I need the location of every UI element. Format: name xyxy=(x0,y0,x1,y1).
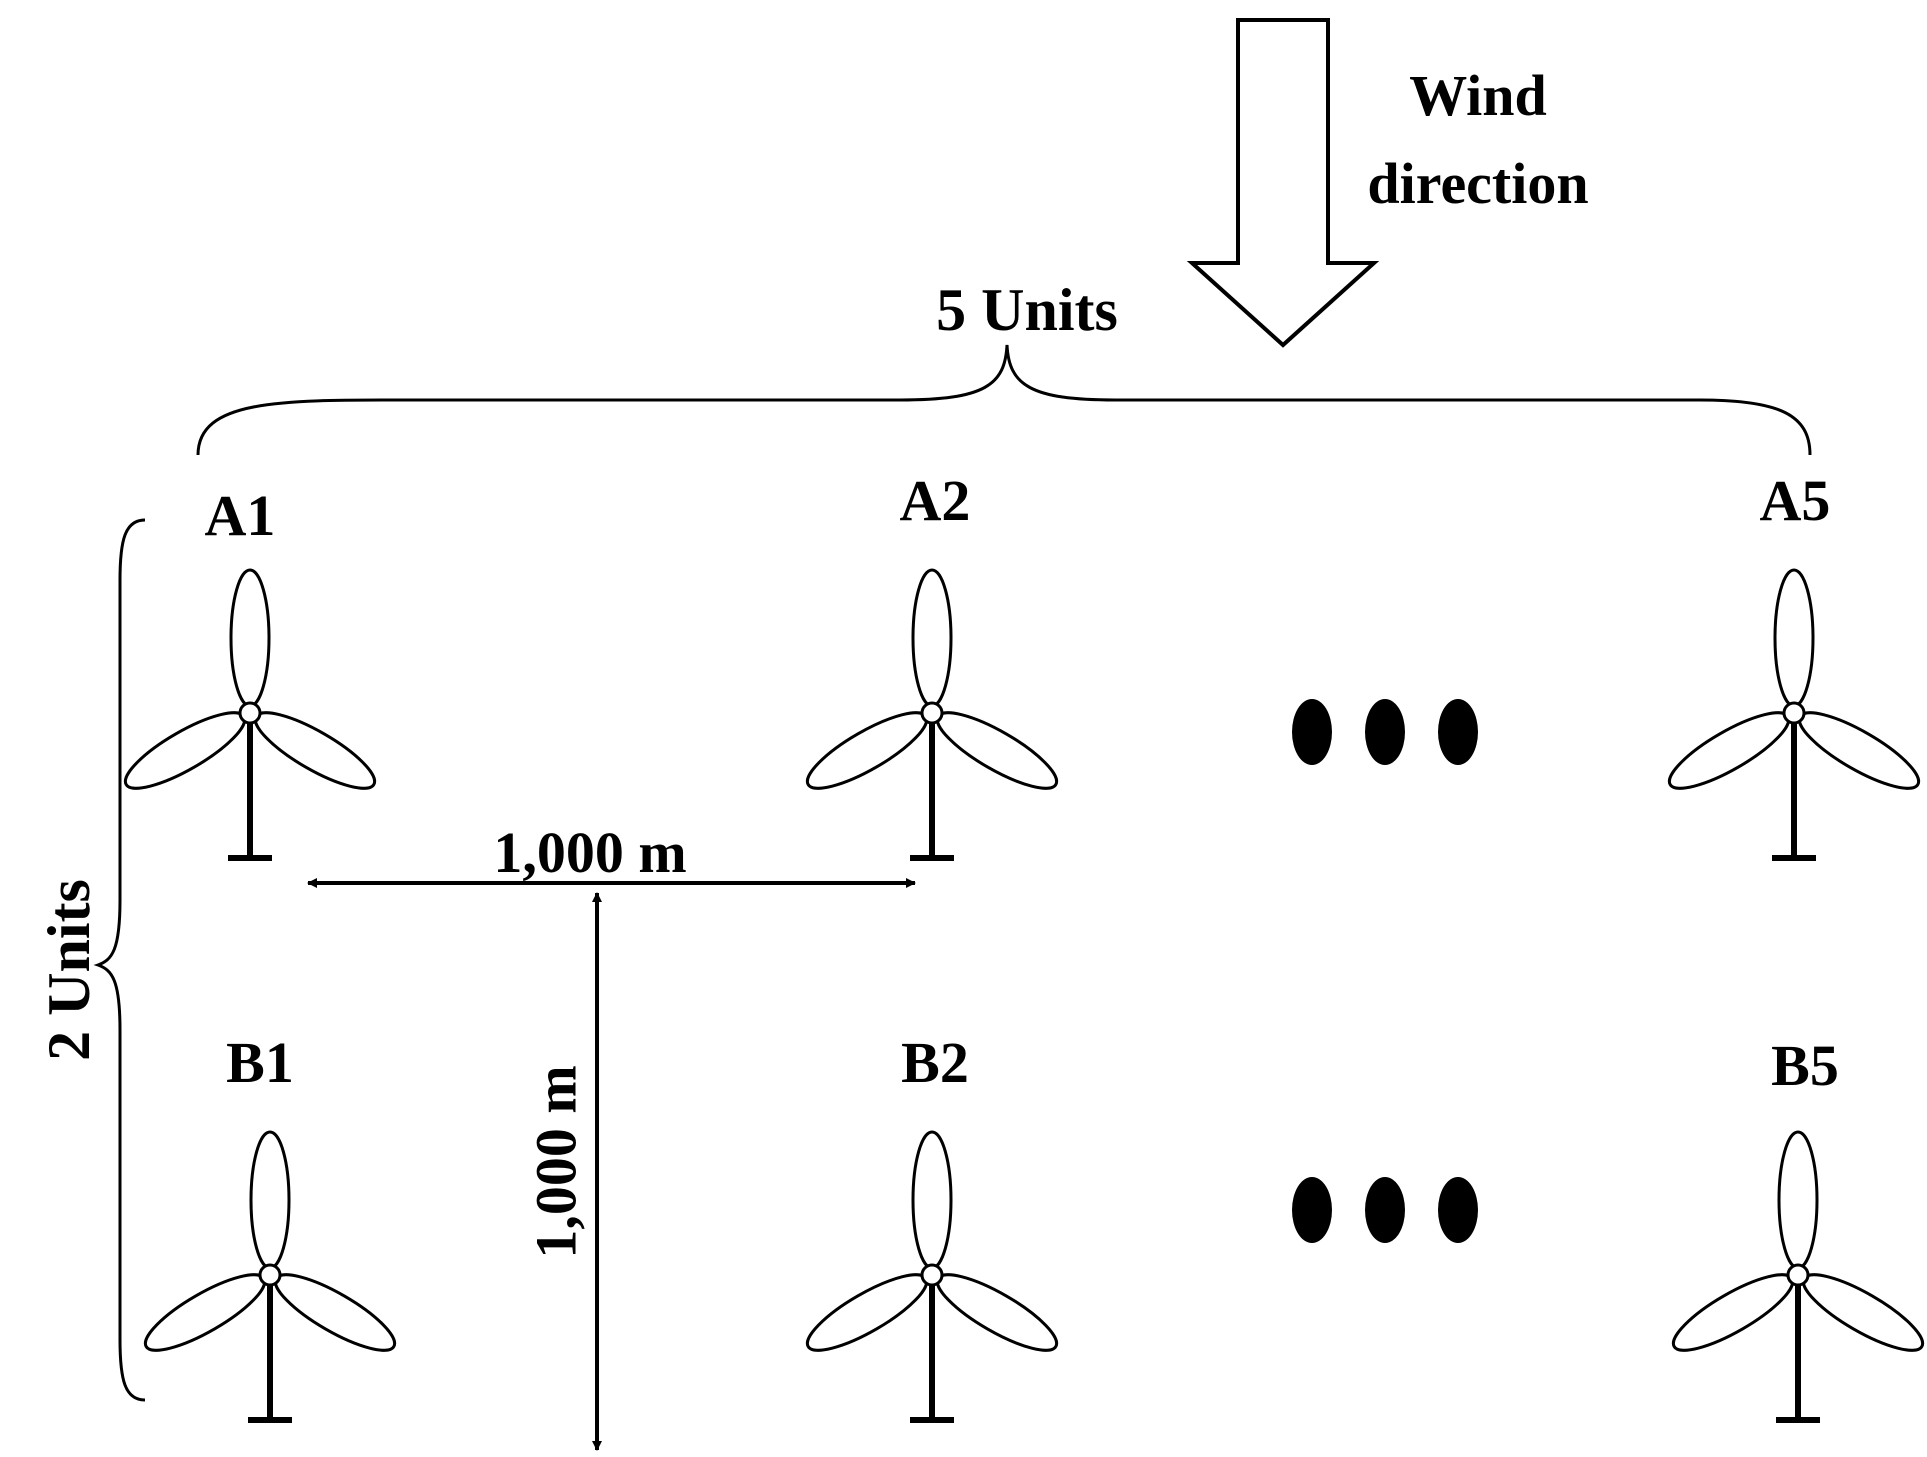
turbine-label-b5: B5 xyxy=(1771,1033,1839,1098)
ellipsis-dot xyxy=(1365,699,1405,765)
wind-direction-arrow-icon xyxy=(1186,18,1380,348)
turbine-label-b1: B1 xyxy=(226,1030,294,1095)
ellipsis-icon-row-b xyxy=(1292,1177,1478,1243)
wind-turbine-icon-a1 xyxy=(117,570,384,858)
turbine-label-b2: B2 xyxy=(901,1030,969,1095)
ellipsis-dot xyxy=(1438,1177,1478,1243)
turbine-label-a2: A2 xyxy=(900,468,971,533)
turbine-label-a1: A1 xyxy=(205,483,276,548)
wind-turbine-icon-b5 xyxy=(1665,1132,1927,1420)
ellipsis-icon-row-a xyxy=(1292,699,1478,765)
horizontal-spacing-label: 1,000 m xyxy=(493,820,686,885)
rows-brace xyxy=(93,518,146,1402)
ellipsis-dot xyxy=(1292,699,1332,765)
turbine-label-a5: A5 xyxy=(1760,468,1831,533)
rows-count-label: 2 Units xyxy=(36,879,102,1061)
wind-direction-label-line2: direction xyxy=(1367,151,1588,216)
wind-turbine-icon-b2 xyxy=(799,1132,1066,1420)
ellipsis-dot xyxy=(1365,1177,1405,1243)
wind-turbine-icon-a5 xyxy=(1661,570,1927,858)
wind-turbine-icon-b1 xyxy=(137,1132,404,1420)
ellipsis-dot xyxy=(1438,699,1478,765)
wind-direction-label-line1: Wind xyxy=(1409,63,1547,128)
wind-turbine-icon-a2 xyxy=(799,570,1066,858)
columns-count-label: 5 Units xyxy=(936,277,1118,343)
ellipsis-dot xyxy=(1292,1177,1332,1243)
columns-brace xyxy=(196,344,1812,456)
vertical-spacing-label: 1,000 m xyxy=(523,1065,588,1258)
